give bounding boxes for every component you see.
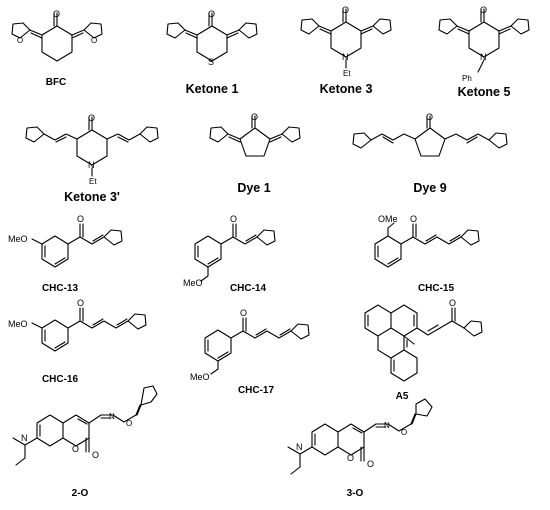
label-chc-15: CHC-15 bbox=[417, 283, 455, 294]
label-ketone-3-prime: Ketone 3' bbox=[64, 190, 120, 204]
atom-o: O bbox=[240, 308, 247, 318]
label-ketone-5: Ketone 5 bbox=[457, 85, 511, 99]
label-dye-1: Dye 1 bbox=[237, 181, 271, 195]
atom-ph: Ph bbox=[462, 74, 472, 83]
atom-o: O bbox=[426, 112, 433, 122]
substituent-meo: MeO bbox=[183, 278, 203, 288]
atom-o: O bbox=[367, 459, 374, 469]
atom-o: O bbox=[342, 5, 349, 15]
atom-o: O bbox=[72, 444, 79, 454]
structure-chc-13 bbox=[31, 223, 123, 268]
label-dye-9: Dye 9 bbox=[413, 181, 447, 195]
atom-n: N bbox=[384, 421, 390, 430]
atom-o: O bbox=[88, 113, 95, 123]
atom-n: N bbox=[480, 52, 487, 62]
label-chc-13: CHC-13 bbox=[41, 283, 79, 294]
atom-o: O bbox=[208, 9, 215, 19]
structure-ketone-3 bbox=[300, 8, 392, 69]
label-chc-16: CHC-16 bbox=[41, 374, 79, 385]
atom-o: O bbox=[251, 112, 258, 122]
atom-o: O bbox=[230, 214, 237, 224]
structure-chc-17 bbox=[204, 317, 310, 375]
structure-dye-9 bbox=[352, 115, 508, 157]
atom-o: O bbox=[77, 214, 84, 224]
atom-et: Et bbox=[89, 177, 97, 186]
substituent-ome: OMe bbox=[378, 214, 398, 224]
label-ketone-1: Ketone 1 bbox=[185, 82, 239, 96]
structure-chc-16 bbox=[31, 307, 147, 352]
substituent-meo: MeO bbox=[190, 372, 210, 382]
structure-ketone-3-prime bbox=[25, 116, 159, 177]
atom-o: O bbox=[480, 5, 487, 15]
atom-n: N bbox=[296, 442, 303, 452]
structure-a5 bbox=[364, 304, 483, 382]
atom-s: S bbox=[208, 57, 214, 67]
atom-o: O bbox=[449, 298, 456, 308]
substituent-meo: MeO bbox=[8, 234, 28, 244]
structure-3-o bbox=[287, 398, 433, 475]
atom-o: O bbox=[92, 450, 99, 460]
structure-chc-14 bbox=[194, 223, 276, 282]
label-chc-17: CHC-17 bbox=[237, 385, 275, 396]
atom-o: O bbox=[347, 453, 354, 463]
structure-2-o bbox=[12, 385, 158, 466]
atom-o: O bbox=[91, 36, 97, 45]
structure-ketone-1 bbox=[166, 12, 258, 62]
structure-dye-1 bbox=[209, 115, 301, 157]
atom-n: N bbox=[21, 433, 28, 443]
atom-o: O bbox=[410, 214, 417, 224]
label-a5: A5 bbox=[395, 391, 409, 402]
structure-ketone-5 bbox=[438, 8, 530, 73]
label-3-o: 3-O bbox=[346, 488, 364, 499]
atom-n: N bbox=[342, 52, 349, 62]
structure-bfc bbox=[11, 12, 103, 62]
atom-o: O bbox=[126, 419, 132, 428]
label-2-o: 2-O bbox=[71, 488, 89, 499]
atom-n: N bbox=[109, 412, 115, 421]
atom-o: O bbox=[401, 428, 407, 437]
atom-o: O bbox=[17, 36, 23, 45]
atom-et: Et bbox=[343, 69, 351, 78]
atom-o: O bbox=[77, 298, 84, 308]
atom-n: N bbox=[88, 160, 95, 170]
structure-chc-15 bbox=[374, 222, 480, 268]
substituent-meo: MeO bbox=[8, 319, 28, 329]
atom-o: O bbox=[53, 9, 60, 19]
label-ketone-3: Ketone 3 bbox=[319, 82, 373, 96]
label-bfc: BFC bbox=[45, 77, 67, 88]
label-chc-14: CHC-14 bbox=[229, 283, 267, 294]
